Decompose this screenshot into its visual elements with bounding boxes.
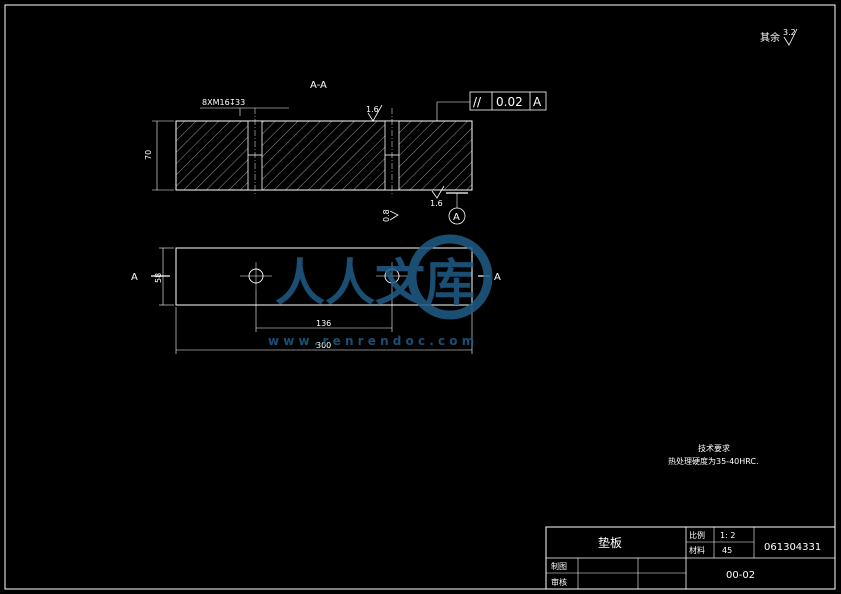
section-title: A-A — [310, 80, 327, 91]
watermark-logo-icon — [407, 234, 493, 320]
datum-label: A — [453, 212, 460, 223]
roughness-top-value: 1.6 — [366, 105, 379, 114]
depth-symbol-icon: ↧ — [229, 98, 236, 107]
material-label: 材料 — [689, 545, 705, 555]
sheet-code: 00-02 — [726, 570, 755, 581]
tolerance-frame: // 0.02 A — [469, 91, 547, 111]
watermark-url: w w w . r e n r e n d o c . c o m — [268, 334, 474, 348]
thread-depth: 33 — [235, 98, 245, 107]
section-body — [175, 120, 473, 191]
roughness-other-value: 3.2 — [783, 28, 796, 37]
length-dim: 300 — [316, 341, 331, 350]
roughness-symbol-icon — [389, 210, 399, 221]
drawn-label: 制图 — [551, 561, 567, 571]
roughness-other-label: 其余 — [760, 31, 780, 44]
roughness-left-value: 0.8 — [382, 209, 391, 222]
roughness-symbol-icon — [783, 28, 798, 46]
roughness-symbol-icon — [367, 104, 383, 122]
tolerance-value: 0.02 — [496, 95, 523, 109]
material-value: 45 — [722, 546, 732, 555]
parallelism-symbol-icon: // — [473, 95, 482, 109]
section-mark-right: A — [494, 272, 501, 283]
reviewed-label: 审核 — [551, 577, 567, 587]
watermark-text: 人人文库 — [275, 254, 475, 312]
drawing-number: 061304331 — [764, 542, 821, 553]
scale-label: 比例 — [689, 530, 705, 540]
plan-body — [175, 247, 473, 306]
tech-requirements-title: 技术要求 — [698, 443, 730, 453]
roughness-right-value: 1.6 — [430, 199, 443, 208]
thread-callout: 8XM16 — [202, 98, 230, 107]
plan-height-dim: 58 — [154, 273, 163, 283]
scale-value: 1: 2 — [720, 531, 735, 540]
tolerance-datum: A — [533, 95, 542, 109]
hole-spacing-dim: 136 — [316, 319, 331, 328]
section-height-dim: 70 — [144, 150, 153, 160]
tech-requirements-line1: 热处理硬度为35-40HRC. — [668, 456, 759, 466]
roughness-other-note: 其余 3.2 — [760, 28, 798, 46]
drawing-border — [4, 4, 836, 590]
datum-marker — [448, 207, 466, 225]
section-mark-left: A — [131, 272, 138, 283]
title-block: 垫板 比例 1: 2 材料 45 061304331 制图 审核 00-02 — [545, 526, 836, 590]
part-name: 垫板 — [598, 535, 622, 550]
section-view: 70 8XM16 ↧ 33 1.6 1.6 0.8 A // 0.02 A — [144, 91, 547, 225]
watermark: 人人文库 w w w . r e n r e n d o c . c o m — [268, 234, 493, 348]
roughness-symbol-icon — [431, 185, 445, 199]
